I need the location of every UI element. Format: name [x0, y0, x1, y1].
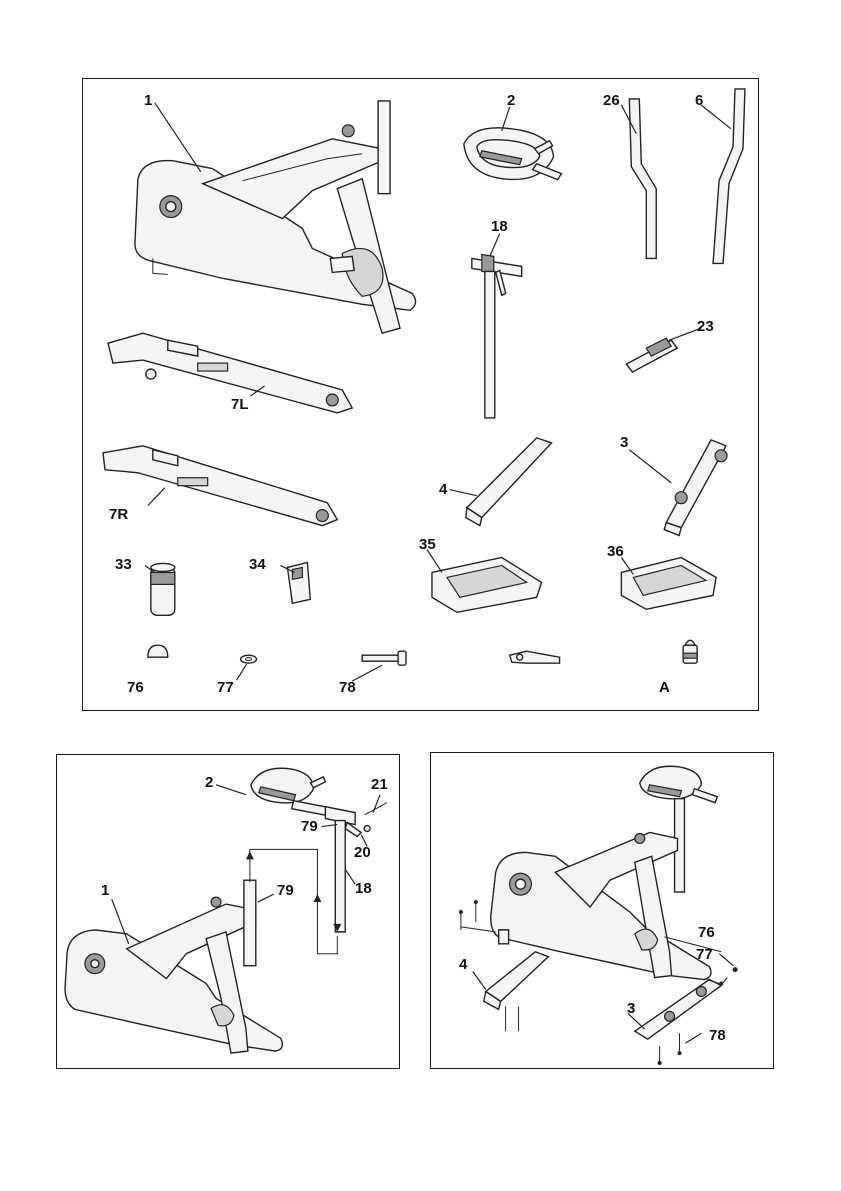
leader-3: [629, 450, 671, 483]
label-part-33: 33: [115, 557, 132, 572]
label-part-4: 4: [459, 957, 467, 972]
label-part-23: 23: [697, 319, 714, 334]
leader-6: [701, 105, 731, 129]
label-part-18: 18: [491, 219, 508, 234]
main-frame-1: [65, 880, 282, 1053]
front-stabilizer-4: [484, 952, 549, 1010]
label-part-1: 1: [101, 883, 109, 898]
part-2-handlebar: [464, 128, 562, 180]
part-78-bolt: [362, 651, 406, 665]
label-part-4: 4: [439, 482, 447, 497]
part-76-cap-nut: [148, 645, 168, 657]
part-6-handle-bar: [713, 89, 745, 263]
label-part-26: 26: [603, 93, 620, 108]
label-part-78: 78: [709, 1028, 726, 1043]
leader-76: [719, 954, 733, 966]
leader-78: [685, 1033, 701, 1043]
step-2-stabilizer-panel: 76 77 4 3 78: [430, 752, 774, 1069]
insertion-arrows: [246, 849, 341, 953]
part-3-rear-stabilizer: [664, 440, 727, 536]
label-part-2: 2: [507, 93, 515, 108]
part-18-seat-post: [472, 254, 522, 417]
leader-4: [473, 972, 486, 990]
label-part-78: 78: [339, 680, 356, 695]
part-35-pedal: [432, 557, 542, 612]
leader-79b: [258, 894, 274, 902]
label-part-3: 3: [620, 435, 628, 450]
label-part-20: 20: [354, 845, 371, 860]
step-1-illustration: [57, 755, 399, 1068]
seat-post-18: [325, 803, 387, 932]
part-clip: [510, 651, 560, 663]
part-33-bushing: [151, 563, 175, 615]
label-part-A: A: [659, 680, 670, 695]
leader-18: [490, 234, 500, 257]
parts-illustration: [83, 79, 758, 710]
label-part-79-frame: 79: [277, 883, 294, 898]
part-77-washer: [241, 655, 257, 663]
part-23-axle: [626, 338, 677, 372]
label-part-34: 34: [249, 557, 266, 572]
label-part-36: 36: [607, 544, 624, 559]
label-part-18: 18: [355, 881, 372, 896]
label-part-21: 21: [371, 777, 388, 792]
leader-4: [450, 490, 477, 496]
label-part-2: 2: [205, 775, 213, 790]
leader-77: [237, 664, 247, 680]
part-A-sleeve: [683, 640, 697, 663]
part-26-handle-bar: [629, 99, 656, 258]
part-34-clamp: [287, 562, 310, 603]
part-4-front-stabilizer: [466, 438, 552, 526]
leader-21: [373, 795, 380, 813]
label-part-76: 76: [127, 680, 144, 695]
label-part-77: 77: [217, 680, 234, 695]
leader-2: [216, 785, 246, 795]
leader-78: [352, 665, 382, 681]
part-7R-crank-arm: [103, 446, 337, 526]
step-2-illustration: [431, 753, 773, 1068]
leader-18: [345, 869, 355, 884]
step-1-seat-post-panel: 2 21 79 20 1 79 18: [56, 754, 400, 1069]
label-part-76: 76: [698, 925, 715, 940]
label-part-77: 77: [696, 947, 713, 962]
label-part-3: 3: [627, 1001, 635, 1016]
part-36-pedal: [621, 557, 716, 609]
label-part-6: 6: [695, 93, 703, 108]
label-part-35: 35: [419, 537, 436, 552]
leader-7R: [148, 488, 165, 506]
assembled-bike-frame: [491, 766, 718, 979]
leader-2: [502, 107, 510, 131]
label-part-1: 1: [144, 93, 152, 108]
label-part-7L: 7L: [231, 397, 249, 412]
label-part-79-top: 79: [301, 819, 318, 834]
label-part-7R: 7R: [109, 507, 128, 522]
parts-overview-panel: 1 2 26 6 18 23 7L 7R 4 3 33 34 35 36 76 …: [82, 78, 759, 711]
